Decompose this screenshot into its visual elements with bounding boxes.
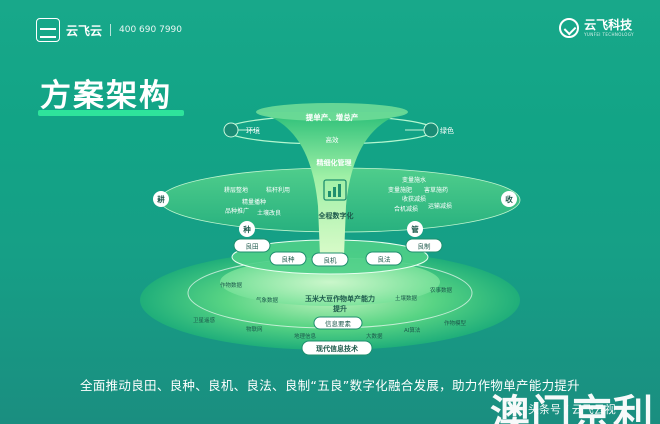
fine-management-label: 精细化管理 bbox=[317, 158, 352, 167]
seed-node bbox=[239, 221, 255, 237]
right-item: 变量施水 bbox=[402, 176, 426, 184]
green-label: 绿色 bbox=[440, 126, 454, 135]
svg-text:信息要素: 信息要素 bbox=[325, 319, 352, 328]
core-goal-line1: 玉米大豆作物单产能力 bbox=[305, 294, 375, 303]
core-goal-line2: 提升 bbox=[332, 304, 347, 313]
good-machine-pill: 良机 bbox=[311, 252, 349, 267]
plough-label: 耕 bbox=[156, 194, 165, 204]
scatter-label: 卫星遥感 bbox=[193, 316, 216, 324]
bar-chart-icon bbox=[323, 179, 347, 201]
svg-text:良制: 良制 bbox=[418, 242, 432, 251]
left-item: 品种推广 bbox=[225, 207, 249, 215]
scatter-label: 大数据 bbox=[366, 332, 383, 340]
svg-text:现代信息技术: 现代信息技术 bbox=[316, 344, 358, 353]
good-system-pill: 良制 bbox=[405, 238, 443, 253]
brand-name: 云飞云 bbox=[66, 23, 103, 38]
right-item: 运输减损 bbox=[428, 202, 452, 210]
brand-left: 云飞云 400 690 7990 bbox=[36, 18, 182, 42]
summary-text: 全面推动良田、良种、良机、良法、良制“五良”数字化融合发展，助力作物单产能力提升 bbox=[80, 378, 580, 393]
environment-label: 环境 bbox=[246, 126, 260, 135]
environment-node bbox=[223, 122, 239, 138]
modern-tech-pill: 现代信息技术 bbox=[301, 340, 373, 356]
brand-logo-icon bbox=[36, 18, 60, 42]
left-item: 耕层整地 bbox=[224, 186, 248, 194]
watermark-text: 澳门京利 bbox=[490, 392, 654, 424]
green-node bbox=[423, 122, 439, 138]
brand-separator bbox=[110, 24, 112, 36]
left-item: 土壤改良 bbox=[257, 209, 281, 217]
scatter-label: 作物数据 bbox=[220, 281, 243, 289]
svg-text:良田: 良田 bbox=[246, 242, 259, 251]
scatter-label: 物联网 bbox=[246, 325, 263, 333]
left-item: 秸秆利用 bbox=[266, 186, 290, 194]
info-elements-pill: 信息要素 bbox=[313, 316, 363, 330]
top-goal-label: 提单产、增总产 bbox=[306, 112, 359, 122]
left-item: 精量播种 bbox=[242, 198, 266, 206]
right-item: 变量施肥 bbox=[388, 186, 412, 194]
harvest-node bbox=[501, 191, 517, 207]
seed-label: 种 bbox=[242, 224, 251, 234]
right-item: 合机减损 bbox=[394, 205, 418, 213]
watermark-account: 头条号 / 云飞云视 bbox=[528, 403, 616, 416]
scatter-label: 农事数据 bbox=[430, 286, 453, 294]
svg-text:良机: 良机 bbox=[324, 256, 338, 265]
good-seed-pill: 良种 bbox=[269, 251, 307, 266]
manage-node bbox=[407, 221, 423, 237]
scatter-label: 土壤数据 bbox=[395, 294, 418, 302]
harvest-label: 收 bbox=[505, 194, 513, 204]
brand-right: 云飞科技 YUNFEI TECHNOLOGY bbox=[559, 18, 634, 38]
manage-label: 管 bbox=[411, 224, 419, 234]
full-digital-label: 全程数字化 bbox=[318, 211, 354, 220]
company-subname: YUNFEI TECHNOLOGY bbox=[584, 32, 634, 37]
page-title: 方案架构 bbox=[40, 78, 172, 114]
funnel bbox=[256, 112, 408, 256]
plough-node bbox=[153, 191, 169, 207]
scatter-label: 作物模型 bbox=[444, 319, 467, 327]
svg-text:良法: 良法 bbox=[378, 255, 392, 264]
scatter-label: 气象数据 bbox=[256, 296, 279, 304]
right-item: 害草施药 bbox=[424, 186, 448, 194]
company-logo-icon bbox=[559, 18, 580, 38]
right-item: 收获减损 bbox=[402, 195, 426, 203]
good-field-pill: 良田 bbox=[233, 238, 271, 253]
brand-phone: 400 690 7990 bbox=[119, 25, 182, 35]
efficiency-label: 高效 bbox=[326, 135, 340, 144]
scatter-label: AI算法 bbox=[404, 326, 421, 334]
svg-text:良种: 良种 bbox=[282, 255, 296, 264]
company-name: 云飞科技 bbox=[584, 18, 633, 32]
scatter-label: 地理信息 bbox=[294, 332, 317, 340]
good-method-pill: 良法 bbox=[365, 251, 403, 266]
title-underline bbox=[38, 110, 184, 116]
funnel-rim bbox=[256, 103, 408, 121]
